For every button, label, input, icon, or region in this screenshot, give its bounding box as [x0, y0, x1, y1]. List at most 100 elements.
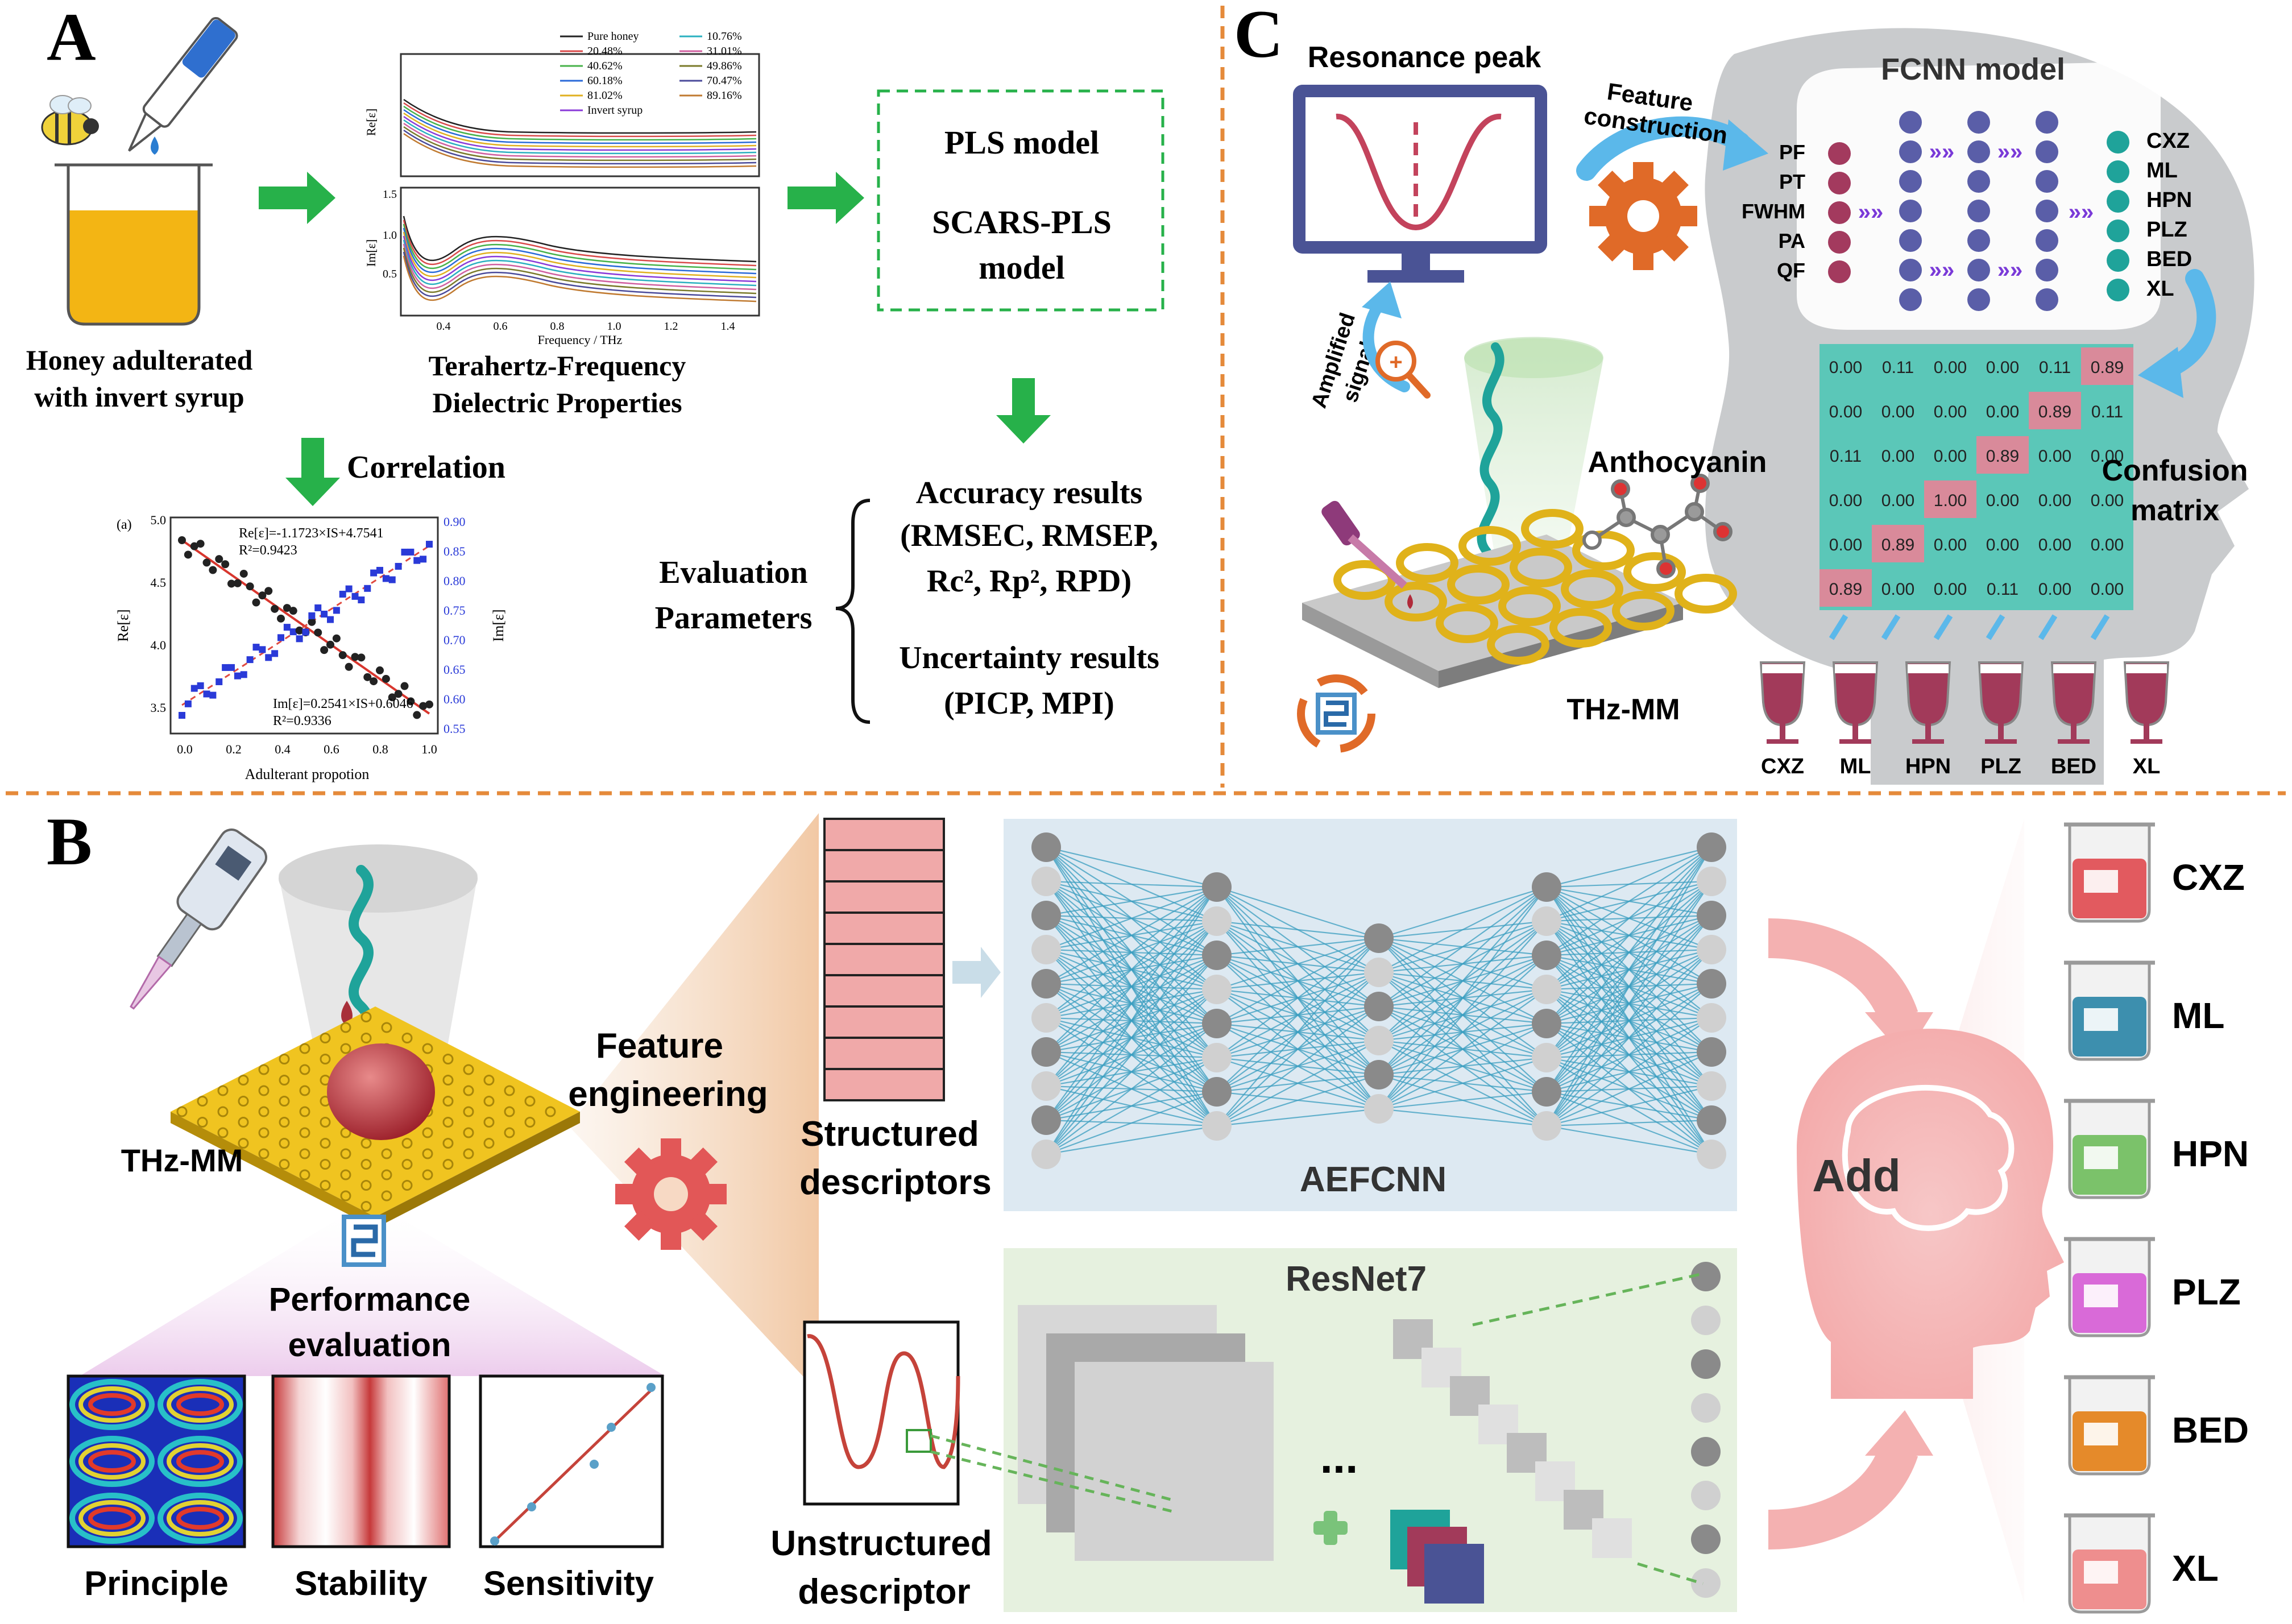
matrix-cell: 0.00 [1986, 491, 2019, 510]
scatter-point-re [252, 598, 260, 607]
metamaterial-ring [1623, 552, 1686, 592]
chip-cell [463, 1106, 474, 1117]
uncertainty-line2: (PICP, MPI) [944, 686, 1114, 721]
beaker-label-patch [2084, 1561, 2118, 1584]
network-edge [1046, 1091, 1217, 1155]
spectra-ytick: 1.0 [383, 229, 397, 242]
fcnn-input: PA [1779, 229, 1805, 252]
descriptor-cell [823, 912, 945, 945]
spectrum-line-re [403, 105, 757, 141]
network-node [1697, 1140, 1726, 1169]
chip-cell [279, 1159, 290, 1170]
down-arrow-icon [1881, 614, 1901, 640]
legend-entry: 49.86% [707, 60, 742, 72]
chip-cell [483, 1096, 495, 1107]
network-node [1697, 832, 1726, 862]
panel-b-letter: B [47, 803, 92, 879]
network-node [1202, 941, 1232, 970]
network-node [1031, 1105, 1061, 1135]
scatter-point-re [196, 540, 205, 548]
scatter-r1: R²=0.9423 [239, 543, 297, 558]
fcnn-hidden-node [1967, 259, 1990, 281]
scatter-point-im [179, 712, 185, 719]
scatter-point-im [321, 610, 328, 618]
network-edge [1046, 886, 1217, 1087]
beaker-label: XL [2172, 1548, 2219, 1589]
matrix-cell: 0.00 [1829, 536, 1862, 554]
chip-cell [504, 1127, 515, 1138]
scatter-point-im [358, 596, 365, 603]
network-node [1202, 1009, 1232, 1038]
resnet-output-node [1691, 1393, 1721, 1423]
field-ring [167, 1443, 234, 1480]
network-edge [1046, 1023, 1217, 1155]
wine-glass-base [1912, 739, 1944, 744]
network-edge [1546, 881, 1712, 1126]
fcnn-output-node [2107, 190, 2129, 213]
network-node [1532, 1043, 1561, 1072]
chip-cell [381, 1148, 392, 1159]
network-node [1202, 1077, 1232, 1107]
metamaterial-ring [1385, 582, 1447, 622]
spectrum-line-im [403, 216, 757, 263]
chip-cell [279, 1054, 290, 1064]
add-label: Add [1812, 1150, 1901, 1201]
network-edge [1216, 938, 1379, 1024]
network-node [1532, 1111, 1561, 1141]
scatter-point-re [227, 579, 235, 588]
chip-cell [176, 1106, 188, 1117]
network-node [1202, 975, 1232, 1004]
scatter-point-im [351, 593, 359, 600]
scatter-ytick-right: 0.80 [444, 574, 466, 588]
performance-label-line1: Performance [269, 1281, 471, 1318]
network-node [1202, 906, 1232, 936]
chip-cell [504, 1085, 515, 1096]
scatter-point-re [277, 614, 285, 623]
metamaterial-ring [1498, 586, 1561, 626]
network-edge [1046, 886, 1217, 917]
scatter-point-im [203, 690, 210, 698]
resnet-output-node [1691, 1524, 1721, 1554]
spectrum-line-re [403, 119, 757, 155]
sample-caption-line1: Honey adulterated [26, 344, 253, 376]
fcnn-hidden-node [1967, 111, 1990, 134]
metamaterial-ring [1510, 548, 1572, 587]
chevron-arrow-icon: »» [1929, 258, 1955, 283]
feature-engineering-line1: Feature [596, 1026, 723, 1066]
network-edge [1216, 920, 1379, 939]
beaker-label: HPN [2172, 1133, 2249, 1174]
chip-cell [463, 1064, 474, 1075]
field-ring [69, 1493, 155, 1544]
spectrum-line-re [403, 126, 757, 161]
drop-icon [341, 1001, 353, 1026]
gear-icon [1589, 162, 1697, 270]
chip-cell [320, 1054, 331, 1064]
chip-cell [360, 1159, 372, 1170]
metamaterial-ring [1458, 526, 1521, 566]
bee-icon [41, 95, 99, 146]
scatter-xtick: 0.4 [275, 742, 291, 756]
plus-icon [1313, 1511, 1348, 1545]
chip-cell [279, 1138, 290, 1149]
wine-glass-rim [1835, 664, 1876, 673]
scatter-point-re [363, 673, 372, 681]
arrow-right-icon [952, 947, 1001, 998]
network-edge [1378, 1057, 1547, 1110]
logo-icon [342, 1215, 386, 1267]
scatter-point-re [376, 666, 384, 674]
ellipsis: ... [1320, 1432, 1358, 1482]
fcnn-hidden-node [2036, 229, 2058, 252]
network-node [1031, 1071, 1061, 1101]
field-ring [78, 1500, 146, 1536]
fcnn-network: »»»»»»»»»»»» [1828, 111, 2129, 311]
spectra-xtick: 1.0 [607, 320, 621, 333]
spectrum-line-re [403, 129, 757, 165]
network-node [1031, 1037, 1061, 1067]
scatter-eq1: Re[ε]=-1.1723×IS+4.7541 [239, 526, 384, 541]
network-node [1031, 832, 1061, 862]
fcnn-hidden-node [2036, 200, 2058, 222]
sample-caption-line2: with invert syrup [34, 381, 244, 413]
chip-cell [463, 1148, 474, 1159]
performance-fan [80, 1200, 665, 1376]
chip-cell [197, 1117, 208, 1128]
